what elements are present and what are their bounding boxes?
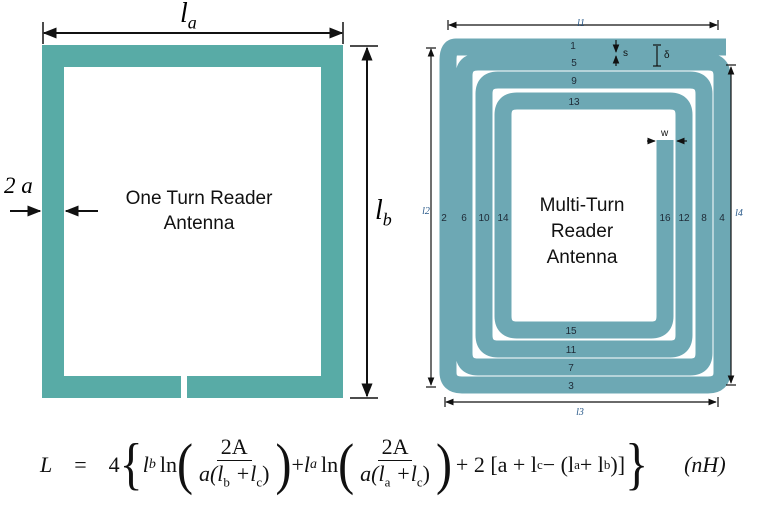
segment-7: 7 xyxy=(568,363,574,374)
segment-13: 13 xyxy=(568,97,580,108)
dim-l3: l3 xyxy=(576,407,584,418)
width-w: w xyxy=(660,128,669,139)
segment-4: 4 xyxy=(719,213,725,224)
segment-15: 15 xyxy=(565,326,577,337)
label-la: la xyxy=(180,0,197,33)
dim-l2: l2 xyxy=(422,206,430,217)
one-turn-antenna xyxy=(42,45,343,398)
segment-10: 10 xyxy=(478,213,490,224)
segment-numbers: 1 2 3 4 5 6 7 8 9 10 11 12 13 14 15 16 xyxy=(441,41,725,392)
pitch-delta: δ xyxy=(664,50,670,61)
segment-12: 12 xyxy=(678,213,690,224)
spiral-dimensions xyxy=(426,20,736,407)
segment-1: 1 xyxy=(570,41,576,52)
segment-8: 8 xyxy=(701,213,707,224)
segment-16: 16 xyxy=(659,213,671,224)
label-lb: lb xyxy=(375,195,392,230)
segment-11: 11 xyxy=(566,345,577,356)
segment-3: 3 xyxy=(568,381,574,392)
spacing-s: s xyxy=(623,48,628,59)
label-2a: 2 a xyxy=(4,173,33,198)
dim-l4: l4 xyxy=(735,208,743,219)
segment-14: 14 xyxy=(497,213,509,224)
segment-5: 5 xyxy=(571,58,577,69)
segment-9: 9 xyxy=(571,76,577,87)
segment-2: 2 xyxy=(441,213,447,224)
dim-l1: l1 xyxy=(577,18,585,29)
multi-turn-spiral xyxy=(439,38,731,394)
segment-6: 6 xyxy=(461,213,467,224)
